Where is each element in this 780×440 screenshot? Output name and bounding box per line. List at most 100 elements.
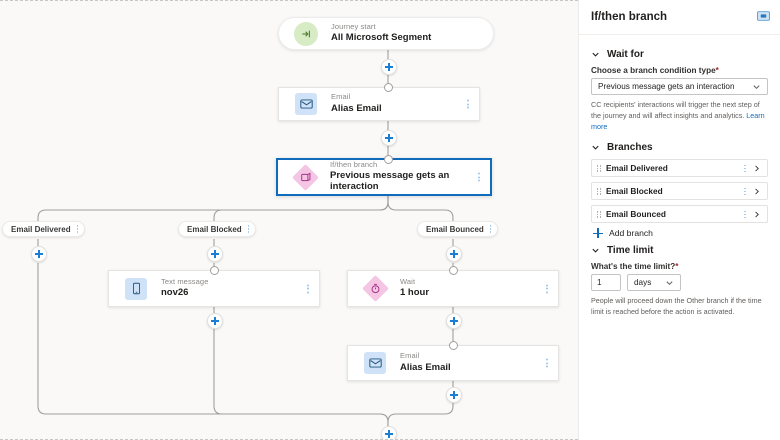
node-kind-label: Email: [400, 351, 420, 361]
branch-pill-menu[interactable]: [76, 225, 79, 233]
add-step-button[interactable]: [31, 246, 47, 262]
section-label: Wait for: [607, 49, 644, 60]
journey-canvas[interactable]: Journey start All Microsoft Segment Emai…: [0, 0, 578, 440]
section-label: Time limit: [607, 245, 654, 257]
section-time-limit[interactable]: Time limit: [591, 245, 768, 256]
node-email-bottom[interactable]: Email Alias Email: [347, 345, 559, 381]
branch-condition-help: CC recipients' interactions will trigger…: [591, 100, 768, 132]
branch-row-overflow-menu[interactable]: [744, 210, 746, 219]
properties-panel: If/then branch Wait for Choose a branch …: [578, 0, 780, 440]
chevron-down-icon: [592, 52, 599, 57]
branch-pill-email-bounced[interactable]: Email Bounced: [417, 221, 499, 237]
field-label-text: Choose a branch condition type: [591, 66, 716, 75]
branch-pill-menu[interactable]: [247, 225, 250, 233]
chevron-down-icon: [666, 281, 673, 286]
section-branches[interactable]: Branches: [591, 142, 768, 153]
node-text-message[interactable]: Text message nov26: [108, 270, 320, 307]
panel-title: If/then branch: [591, 11, 668, 23]
add-step-button[interactable]: [446, 313, 462, 329]
drag-handle-icon[interactable]: [597, 188, 601, 195]
node-overflow-menu[interactable]: [478, 172, 480, 182]
node-kind-label: If/then branch: [330, 159, 378, 169]
branch-pill-label: Email Bounced: [426, 224, 484, 234]
branch-condition-label: Choose a branch condition type*: [591, 66, 768, 75]
panel-header: If/then branch: [579, 0, 780, 35]
chevron-down-icon: [592, 146, 599, 151]
branch-pill-label: Email Blocked: [187, 224, 242, 234]
node-title-label: Previous message gets an interaction: [330, 170, 450, 193]
time-limit-unit-select[interactable]: days: [627, 274, 681, 292]
field-label-text: What's the time limit?: [591, 262, 676, 272]
node-overflow-menu[interactable]: [467, 99, 469, 109]
node-kind-label: Wait: [400, 276, 416, 286]
node-wait[interactable]: Wait 1 hour: [347, 270, 559, 307]
chevron-right-icon[interactable]: [753, 210, 761, 219]
branch-list-item-email-blocked[interactable]: Email Blocked: [591, 182, 768, 201]
branch-row-overflow-menu[interactable]: [744, 187, 746, 196]
branch-pill-email-blocked[interactable]: Email Blocked: [178, 221, 257, 237]
time-limit-label: What's the time limit?*: [591, 262, 768, 271]
add-step-button[interactable]: [381, 426, 397, 439]
add-step-button[interactable]: [207, 313, 223, 329]
branch-condition-value: Previous message gets an interaction: [598, 82, 735, 91]
chevron-down-icon: [592, 249, 599, 254]
learn-more-link[interactable]: Learn more: [591, 110, 765, 131]
branch-pill-email-delivered[interactable]: Email Delivered: [2, 221, 86, 237]
email-icon: [293, 91, 319, 117]
node-title-label: nov26: [161, 287, 189, 299]
node-title-label: Alias Email: [331, 102, 382, 114]
add-step-button[interactable]: [381, 59, 397, 75]
chevron-right-icon[interactable]: [753, 187, 761, 196]
add-step-button[interactable]: [446, 246, 462, 262]
branch-list-label: Email Bounced: [605, 209, 666, 220]
branch-icon: [291, 163, 319, 191]
node-overflow-menu[interactable]: [307, 284, 309, 293]
branch-list-item-email-delivered[interactable]: Email Delivered: [591, 159, 768, 178]
node-title-label: 1 hour: [400, 287, 430, 299]
time-limit-help: People will proceed down the Other branc…: [591, 296, 762, 317]
branch-list-label: Email Delivered: [605, 163, 668, 174]
plus-icon: [593, 228, 603, 239]
connector-anchor: [449, 341, 458, 350]
node-title-label: All Microsoft Segment: [331, 32, 432, 44]
connector-anchor: [384, 155, 393, 164]
collapse-panel-icon[interactable]: [757, 8, 770, 26]
branch-row-overflow-menu[interactable]: [744, 164, 746, 173]
node-overflow-menu[interactable]: [546, 284, 548, 293]
required-asterisk: *: [715, 66, 719, 75]
connector-anchor: [384, 83, 393, 92]
wait-clock-icon: [361, 275, 389, 302]
node-overflow-menu[interactable]: [546, 358, 548, 368]
branch-list-item-email-bounced[interactable]: Email Bounced: [591, 205, 768, 224]
chevron-right-icon[interactable]: [753, 164, 761, 173]
section-wait-for[interactable]: Wait for: [591, 49, 768, 60]
node-journey-start[interactable]: Journey start All Microsoft Segment: [278, 17, 494, 50]
branch-condition-select[interactable]: Previous message gets an interaction: [591, 78, 768, 95]
drag-handle-icon[interactable]: [597, 165, 601, 172]
add-step-button[interactable]: [381, 130, 397, 146]
add-step-button[interactable]: [207, 246, 223, 262]
node-email-top[interactable]: Email Alias Email: [278, 87, 480, 121]
connector-anchor: [210, 266, 219, 275]
node-kind-label: Email: [331, 92, 351, 102]
add-branch-button[interactable]: Add branch: [593, 228, 768, 239]
help-text: CC recipients' interactions will trigger…: [591, 100, 760, 120]
section-label: Branches: [607, 142, 653, 154]
branch-list-label: Email Blocked: [605, 186, 663, 197]
time-limit-unit-value: days: [634, 278, 652, 288]
time-limit-input[interactable]: [591, 274, 621, 292]
node-kind-label: Journey start: [331, 21, 376, 31]
connector-anchor: [449, 266, 458, 275]
branch-pill-menu[interactable]: [489, 225, 492, 233]
required-asterisk: *: [675, 262, 679, 272]
text-message-icon: [123, 276, 149, 302]
chevron-down-icon: [753, 85, 760, 90]
drag-handle-icon[interactable]: [597, 211, 601, 218]
add-branch-label: Add branch: [609, 228, 653, 239]
journey-start-icon: [293, 21, 319, 47]
add-step-button[interactable]: [446, 387, 462, 403]
node-title-label: Alias Email: [400, 361, 451, 373]
node-kind-label: Text message: [161, 276, 209, 286]
branch-pill-label: Email Delivered: [11, 224, 71, 234]
node-ifthen-branch[interactable]: If/then branch Previous message gets an …: [276, 158, 492, 196]
